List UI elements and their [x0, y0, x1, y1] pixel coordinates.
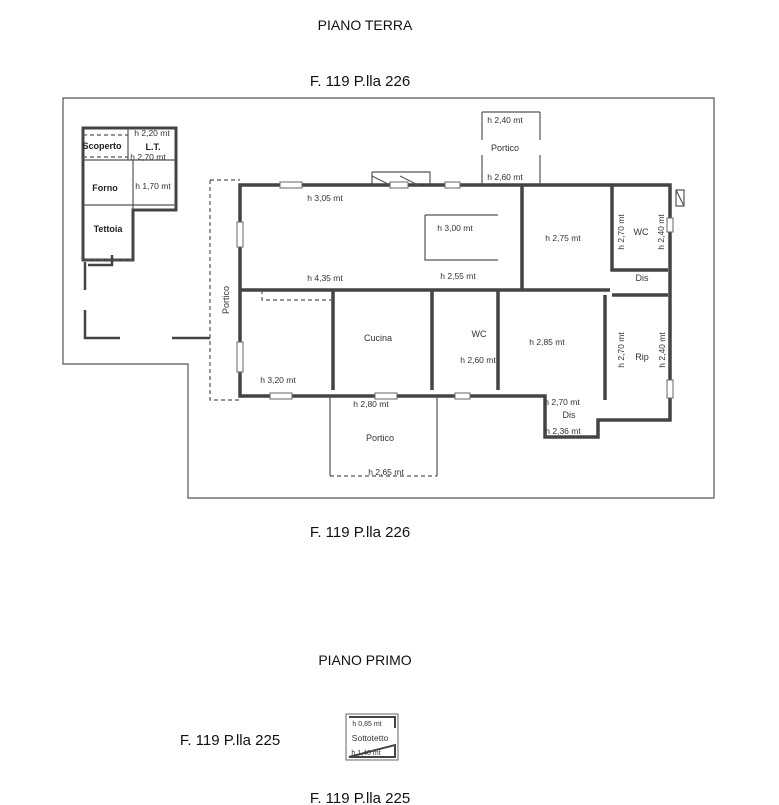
small-room-height: h 1,70 mt	[135, 181, 171, 191]
portico-bottom-label: Portico	[366, 433, 394, 443]
room-sw-height: h 3,20 mt	[260, 375, 296, 385]
portico-top-height: h 2,40 mt	[487, 115, 523, 125]
scoperto-label: Scoperto	[82, 141, 122, 151]
parcel-label-bottom: F. 119 P.lla 226	[310, 524, 410, 541]
room-se-height: h 2,85 mt	[529, 337, 565, 347]
attic-room	[345, 713, 399, 761]
attic-height-top: h 0,85 mt	[352, 721, 381, 728]
rip-label: Rip	[635, 352, 649, 362]
dis-se-label: Dis	[563, 410, 576, 420]
lot-boundary	[62, 97, 715, 499]
cucina-label: Cucina	[364, 333, 392, 343]
main-house	[209, 111, 685, 477]
parcel-label-left: F. 119 P.lla 225	[180, 732, 280, 749]
room-ne-height: h 2,75 mt	[545, 233, 581, 243]
parcel-label-top: F. 119 P.lla 226	[310, 73, 410, 90]
attic-label: Sottotetto	[352, 733, 389, 743]
bottom-entry-height: h 2,80 mt	[353, 399, 389, 409]
wc-ne-height-right: h 2,40 mt	[656, 214, 666, 250]
parcel-label-first-bottom: F. 119 P.lla 225	[310, 790, 410, 805]
dis-ne-label: Dis	[636, 273, 649, 283]
lt-height-top: h 2,20 mt	[134, 128, 170, 138]
hall-height: h 2,55 mt	[440, 271, 476, 281]
rip-height-right: h 2,40 mt	[657, 332, 667, 368]
corridor-height: h 4,35 mt	[307, 273, 343, 283]
portico-bottom-height: h 2,65 mt	[368, 467, 404, 477]
first-floor-title: PIANO PRIMO	[318, 652, 411, 668]
inner-height: h 3,00 mt	[437, 223, 473, 233]
rip-height-left: h 2,70 mt	[616, 332, 626, 368]
entry-top-height: h 2,60 mt	[487, 172, 523, 182]
wc-ne-height-left: h 2,70 mt	[616, 214, 626, 250]
dis-se-height-top: h 2,70 mt	[544, 397, 580, 407]
annex-building	[81, 126, 210, 340]
lt-label: L.T.	[146, 142, 161, 152]
wc-ne-label: WC	[634, 227, 649, 237]
lt-height-bottom: h 2,70 mt	[130, 152, 166, 162]
tettoia-label: Tettoia	[94, 224, 124, 234]
wc-center-label: WC	[472, 329, 487, 339]
dis-se-height-bottom: h 2,36 mt	[545, 426, 581, 436]
wc-center-height: h 2,60 mt	[460, 355, 496, 365]
attic-height-bottom: h 1,40 mt	[351, 750, 380, 757]
portico-top-label: Portico	[491, 143, 519, 153]
portico-left-label: Portico	[221, 286, 231, 314]
living-height: h 3,05 mt	[307, 193, 343, 203]
ground-floor-title: PIANO TERRA	[318, 17, 413, 33]
forno-label: Forno	[92, 183, 118, 193]
